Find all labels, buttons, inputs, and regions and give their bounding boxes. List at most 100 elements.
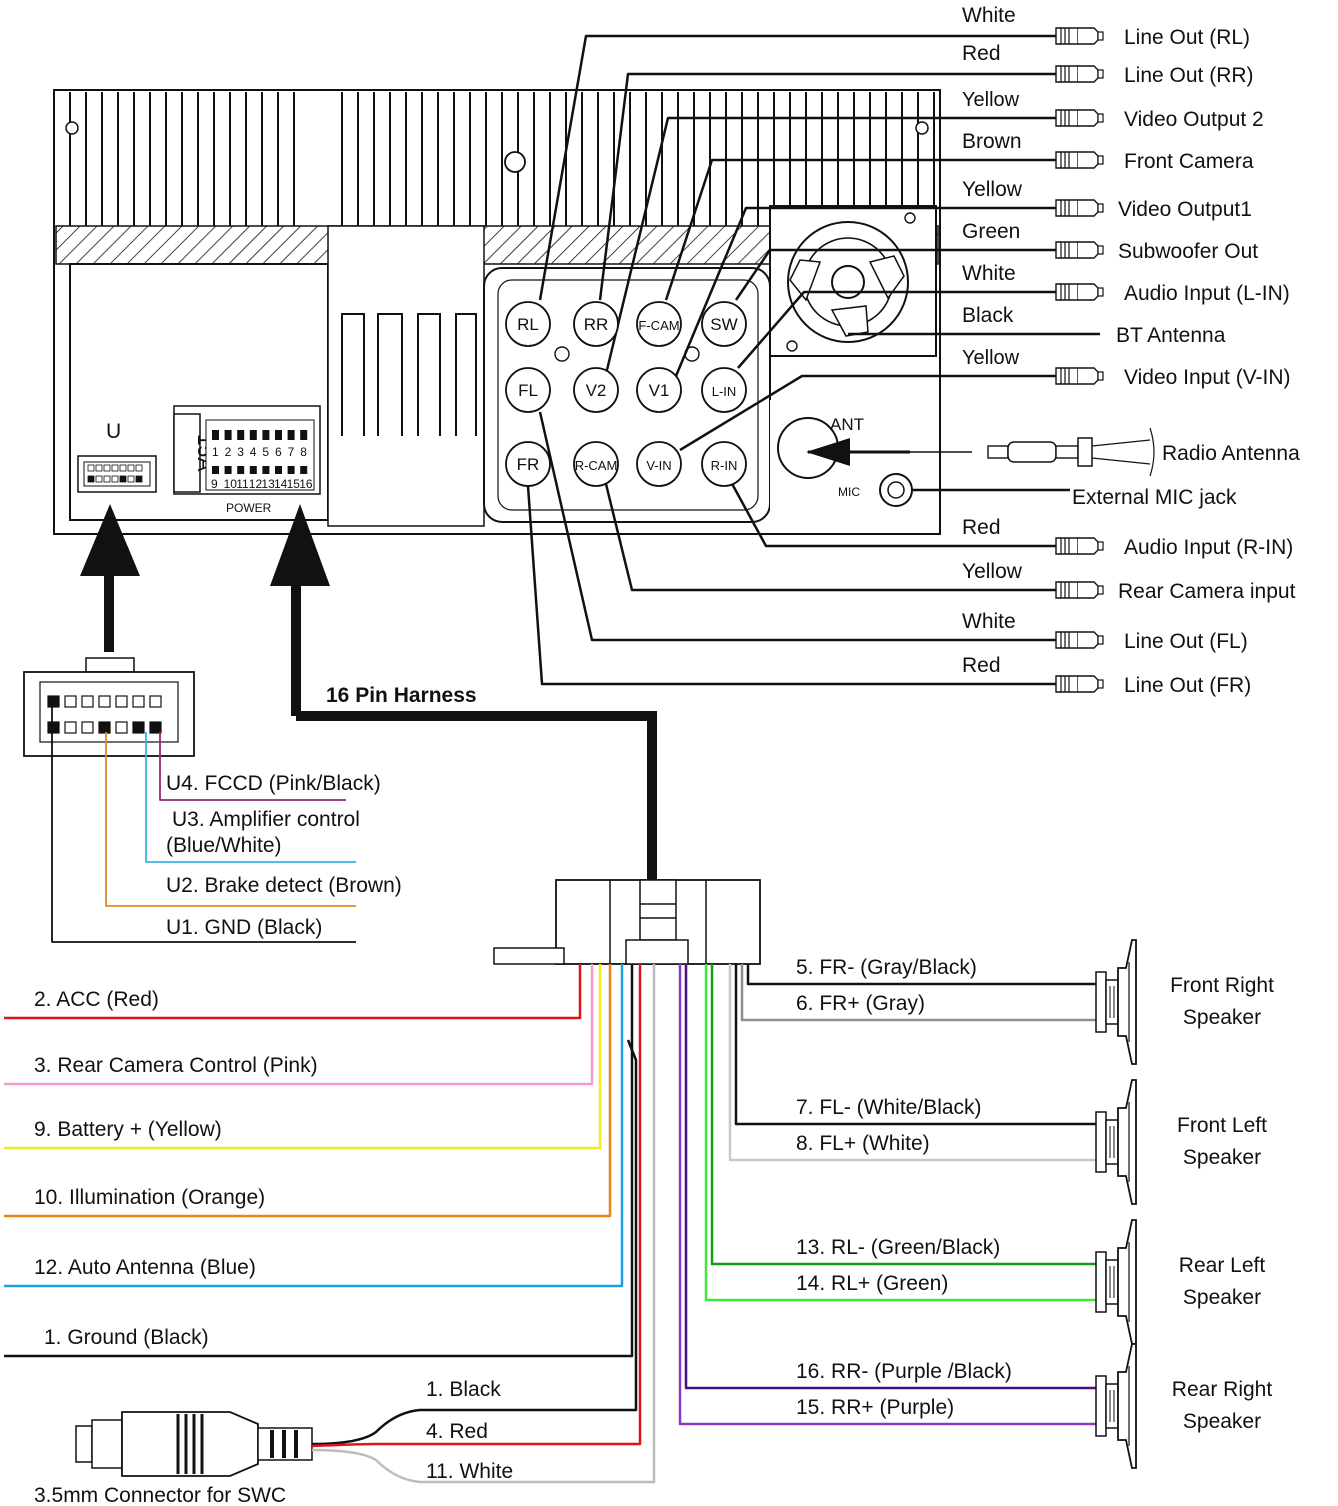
harness-left-label-5: 1. Ground (Black)	[44, 1326, 209, 1349]
speaker-wire-label-6: 16. RR- (Purple /Black)	[796, 1360, 1012, 1383]
speaker-2-name: Rear Left	[1179, 1254, 1266, 1277]
speaker-wire-label-7: 15. RR+ (Purple)	[796, 1396, 954, 1419]
u-socket-pin	[119, 464, 127, 472]
rca-2-color: Yellow	[962, 89, 1020, 111]
speaker-wire-pos-0	[740, 964, 1096, 1022]
u4-wire	[159, 732, 346, 801]
power-pin	[212, 466, 219, 474]
rca-8-label: Video Input (V-IN)	[1124, 366, 1291, 389]
harness-left-label-3: 10. Illumination (Orange)	[34, 1186, 265, 1209]
speaker-icon	[1095, 1343, 1137, 1469]
u1-wire	[51, 700, 356, 943]
power-pin-number: 12	[249, 477, 263, 491]
power-pin-number: 6	[275, 445, 282, 459]
port-rin-label: R-IN	[711, 458, 738, 473]
rca-plug	[1055, 27, 1104, 45]
u-socket-pin	[119, 475, 127, 483]
power-pin	[262, 430, 270, 440]
rca-13-label: Line Out (FL)	[1124, 630, 1248, 653]
power-pin	[275, 430, 282, 440]
rca-1-label: Line Out (RR)	[1124, 64, 1254, 87]
power-pin	[262, 466, 270, 474]
u-socket-pin	[95, 464, 103, 472]
speaker-wire-pos-2	[704, 964, 1096, 1302]
rca-lead-wire	[734, 248, 1056, 301]
speaker-2-word: Speaker	[1183, 1286, 1261, 1309]
rca-12-color: Yellow	[962, 560, 1023, 583]
radio-antenna-plug	[806, 427, 1155, 477]
power-pin	[300, 430, 308, 440]
speaker-wire-label-0: 5. FR- (Gray/Black)	[796, 956, 977, 979]
rca-9-label: Radio Antenna	[1162, 442, 1300, 465]
rca-lead-wire	[728, 479, 1056, 548]
port-rcam: R-CAM	[573, 441, 619, 487]
power-pin-number: 16	[299, 477, 313, 491]
u-plug-pin	[64, 721, 77, 734]
u-socket-pin	[87, 475, 95, 483]
power-pin	[300, 466, 308, 474]
power-pin	[275, 466, 282, 474]
u-socket-pin	[95, 475, 103, 483]
port-rl-socket	[505, 301, 551, 347]
speaker-wire-label-3: 8. FL+ (White)	[796, 1132, 930, 1155]
rca-plug	[1055, 65, 1104, 83]
rca-lead-wire	[737, 290, 1056, 369]
port-fr-label: FR	[517, 455, 540, 474]
port-rr-socket	[573, 301, 619, 347]
harness-left-wire-2	[4, 964, 602, 1150]
port-sw-label: SW	[710, 315, 737, 334]
harness-left-wire-0	[4, 964, 582, 1020]
power-pin	[237, 430, 245, 440]
rca-lead-wire	[538, 411, 1056, 642]
rca-11-color: Red	[962, 516, 1001, 539]
power-pin	[287, 430, 295, 440]
swc-wire-white	[311, 964, 656, 1484]
u-socket-pin	[111, 464, 119, 472]
power-pin-number: 15	[287, 477, 301, 491]
rca-lead-wire	[538, 34, 1056, 301]
power-pin-number: 11	[236, 477, 249, 491]
u-plug-pin	[132, 721, 145, 734]
rca-plug	[1055, 581, 1104, 599]
swc-connector-label: 3.5mm Connector for SWC	[34, 1484, 286, 1506]
port-sw: SW	[701, 301, 747, 347]
harness-left-wire-4	[4, 964, 624, 1288]
port-lin-socket	[701, 367, 747, 413]
port-v1-label: V1	[649, 381, 670, 400]
harness-left-wire-5	[4, 964, 634, 1358]
port-fl-label: FL	[518, 381, 538, 400]
rca-5-color: Green	[962, 220, 1020, 243]
u-plug-pin	[115, 695, 128, 708]
u4-label: U4. FCCD (Pink/Black)	[166, 772, 381, 795]
rca-plug	[1055, 241, 1104, 259]
u-socket-pin	[127, 475, 135, 483]
rca-6-label: Audio Input (L-IN)	[1124, 282, 1290, 305]
power-pin-number: 2	[225, 445, 232, 459]
port-lin-label: L-IN	[712, 384, 737, 399]
swc-wire-label-0: 1. Black	[426, 1378, 501, 1401]
speaker-3-name: Rear Right	[1172, 1378, 1273, 1401]
power-pin	[224, 430, 232, 440]
port-rcam-socket	[573, 441, 619, 487]
speaker-wire-neg-3	[684, 964, 1096, 1390]
u1-label: U1. GND (Black)	[166, 916, 322, 939]
u-plug-pin	[64, 695, 77, 708]
rca-6-color: White	[962, 262, 1016, 285]
rca-lead-wire	[664, 158, 1056, 301]
swc-wire-label-2: 11. White	[426, 1460, 513, 1483]
speaker-wire-label-1: 6. FR+ (Gray)	[796, 992, 925, 1015]
rca-4-label: Video Output1	[1118, 198, 1252, 221]
u-socket-pin	[111, 475, 119, 483]
u2-label: U2. Brake detect (Brown)	[166, 874, 402, 897]
power-pin	[224, 466, 232, 474]
port-rr-label: RR	[584, 315, 609, 334]
u-plug-pin	[81, 721, 94, 734]
rca-11-label: Audio Input (R-IN)	[1124, 536, 1293, 559]
power-pin	[287, 466, 295, 474]
power-pin	[212, 430, 219, 440]
rca-14-color: Red	[962, 654, 1001, 677]
port-rcam-label: R-CAM	[575, 458, 618, 473]
port-v1: V1	[636, 367, 682, 413]
speaker-3-word: Speaker	[1183, 1410, 1261, 1433]
